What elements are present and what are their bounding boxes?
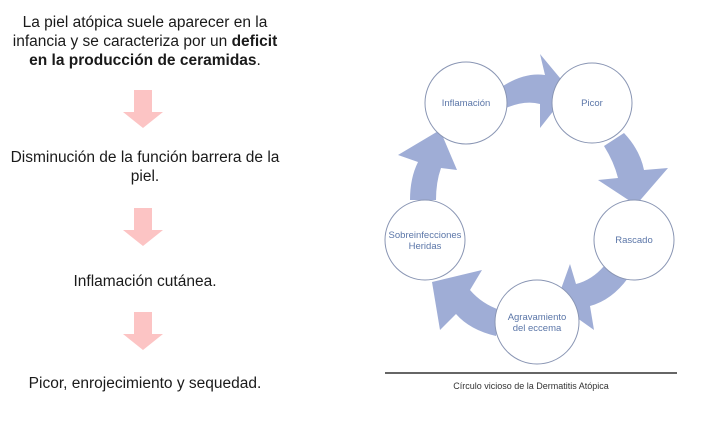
left-flow: La piel atópica suele aparecer en la inf… [0, 0, 290, 427]
node-picor-label: Picor [581, 98, 603, 109]
node-inflamacion: Inflamación [424, 61, 508, 145]
node-sobreinfecciones-label-2: Heridas [409, 241, 442, 252]
step-1-line-3: en la producción de ceramidas. [0, 51, 290, 70]
caption-divider [385, 372, 677, 374]
step-2-text: Disminución de la función barrera de la … [0, 148, 290, 186]
arrow-picor-to-rascado-icon [598, 133, 668, 205]
node-agravamiento-label-2: del eccema [513, 323, 562, 334]
node-inflamacion-label: Inflamación [442, 98, 491, 109]
arrow-agravamiento-to-sobreinfecciones-icon [432, 270, 500, 336]
down-arrow-icon [123, 90, 163, 128]
step-4-line-1: Picor, enrojecimiento y sequedad. [28, 375, 262, 392]
step-4-text: Picor, enrojecimiento y sequedad. [0, 374, 290, 393]
step-1-text: La piel atópica suele aparecer en la inf… [0, 13, 290, 70]
step-1-period: . [256, 52, 261, 69]
step-1-line-2-text: infancia y se caracteriza por un [12, 33, 232, 50]
step-2-line-2: piel. [130, 168, 160, 185]
step-3-text: Inflamación cutánea. [0, 272, 290, 291]
step-1-line-2: infancia y se caracteriza por un deficit [0, 32, 290, 51]
step-3-line-1: Inflamación cutánea. [73, 273, 217, 290]
step-1-bold-ceramidas: en la producción de ceramidas [29, 52, 257, 69]
node-picor: Picor [551, 62, 633, 144]
node-agravamiento: Agravamiento del eccema [494, 279, 580, 365]
node-rascado-label: Rascado [615, 235, 653, 246]
node-agravamiento-label-1: Agravamiento [508, 312, 567, 323]
arrow-sobreinfecciones-to-inflamacion-icon [398, 130, 457, 200]
down-arrow-icon [123, 208, 163, 246]
step-2-line-1: Disminución de la función barrera de la [10, 149, 280, 166]
node-sobreinfecciones: Sobreinfecciones Heridas [384, 199, 466, 281]
diagram-caption: Círculo vicioso de la Dermatitis Atópica [453, 381, 609, 391]
node-sobreinfecciones-label-1: Sobreinfecciones [389, 230, 462, 241]
step-1-line-1: La piel atópica suele aparecer en la [22, 14, 268, 31]
down-arrow-icon [123, 312, 163, 350]
step-1-bold-deficit: deficit [231, 33, 278, 50]
node-rascado: Rascado [593, 199, 675, 281]
